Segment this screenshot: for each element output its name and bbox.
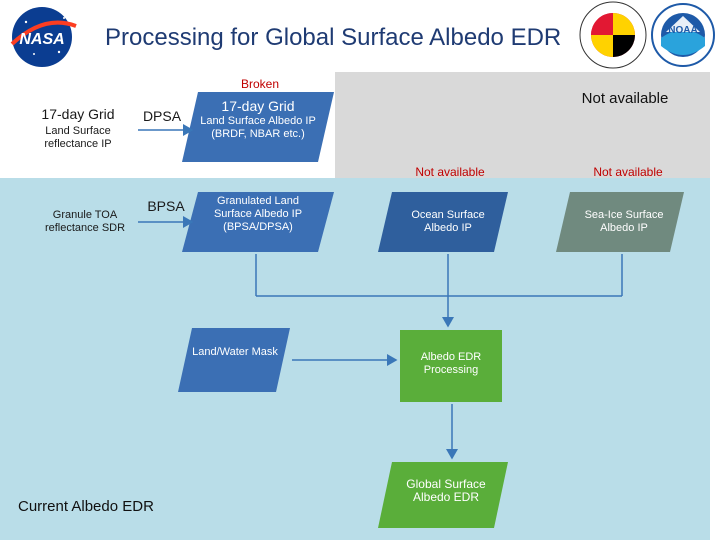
- nasa-logo: NASA: [4, 4, 82, 70]
- umd-logo: [578, 0, 648, 70]
- ocean-albedo-label: Ocean Surface Albedo IP: [411, 209, 485, 234]
- not-available-seaice: Not available: [593, 165, 663, 179]
- grid-reflectance-title: 17-day Grid: [41, 106, 115, 122]
- granulated-albedo-label: Granulated Land Surface Albedo IP (BPSA/…: [213, 195, 303, 233]
- grid-reflectance-desc: Land Surface reflectance IP: [44, 125, 112, 150]
- dpsa-label: DPSA: [142, 108, 182, 124]
- bpsa-label: BPSA: [147, 198, 185, 214]
- grid-albedo-title: 17-day Grid: [221, 98, 295, 114]
- svg-text:NOAA: NOAA: [668, 25, 697, 36]
- broken-label: Broken: [240, 77, 280, 91]
- not-available-top: Not available: [581, 90, 669, 107]
- edr-processing-label: Albedo EDR Processing: [420, 351, 482, 376]
- not-available-ocean: Not available: [415, 165, 485, 179]
- page-title: Processing for Global Surface Albedo EDR: [105, 24, 562, 51]
- grid-albedo-desc: Land Surface Albedo IP (BRDF, NBAR etc.): [200, 115, 316, 140]
- global-edr-label: Global Surface Albedo EDR: [406, 477, 486, 504]
- current-edr-caption: Current Albedo EDR: [18, 498, 154, 515]
- grid-reflectance-label: 17-day Grid Land Surface reflectance IP: [28, 106, 128, 151]
- granule-toa-label: Granule TOA reflectance SDR: [44, 209, 126, 234]
- grid-albedo-label: 17-day Grid Land Surface Albedo IP (BRDF…: [200, 98, 316, 141]
- noaa-logo: NOAA: [650, 2, 716, 68]
- seaice-albedo-label: Sea-Ice Surface Albedo IP: [584, 209, 664, 234]
- svg-text:NASA: NASA: [19, 31, 64, 48]
- land-water-mask-label: Land/Water Mask: [192, 346, 278, 358]
